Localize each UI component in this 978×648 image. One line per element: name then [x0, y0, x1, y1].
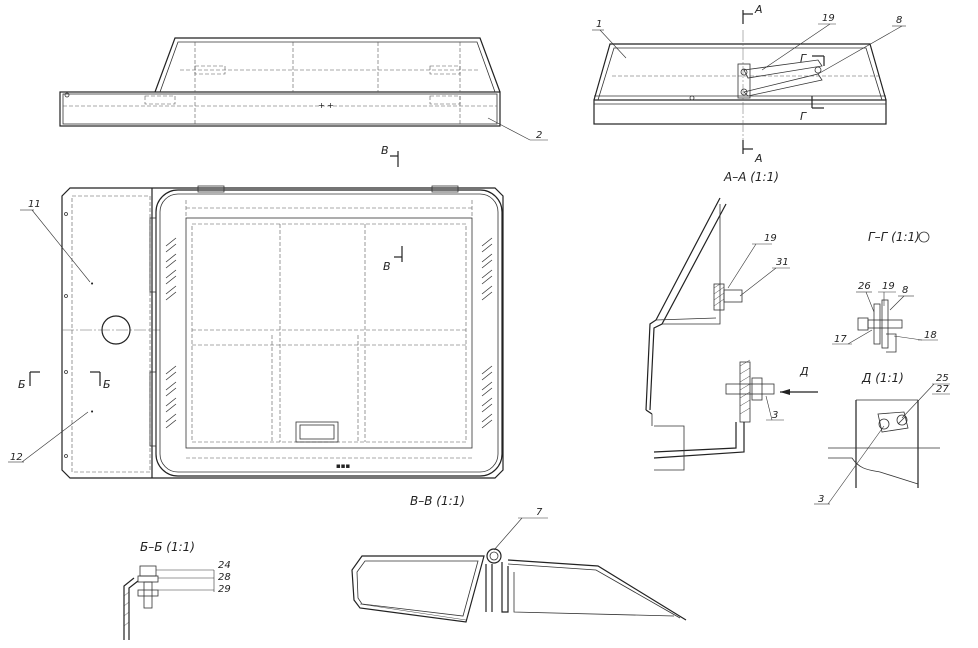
section-bb-detail: 24 28 29 — [123, 560, 231, 640]
vent-slots-left — [165, 237, 177, 429]
svg-text:А: А — [754, 152, 763, 165]
callout-17: 17 — [834, 334, 847, 345]
callout-27: 27 — [936, 384, 949, 395]
callout-24: 24 — [218, 560, 231, 571]
svg-text:+ +: + + — [318, 101, 334, 110]
section-gg-detail: 26 19 8 17 18 — [832, 281, 938, 353]
svg-text:Б: Б — [18, 378, 26, 391]
vent-slots-right — [481, 237, 493, 429]
callout-18: 18 — [924, 330, 937, 341]
svg-text:•: • — [90, 280, 94, 288]
view-title-vv: В–В (1:1) — [410, 494, 465, 508]
svg-text:Б: Б — [103, 378, 111, 391]
section-aa-detail: 19 31 3 Д — [645, 197, 818, 471]
svg-text:В: В — [383, 260, 391, 273]
front-elevation-view: + + 2 — [59, 37, 548, 141]
section-mark-v-mid: В — [383, 246, 403, 273]
callout-3-d: 3 — [818, 494, 824, 505]
svg-text:А: А — [754, 3, 763, 16]
callout-31: 31 — [776, 257, 789, 268]
callout-11: 11 — [28, 199, 41, 210]
callout-26: 26 — [858, 281, 871, 292]
svg-text:▪▪▪: ▪▪▪ — [336, 462, 350, 470]
svg-text:В: В — [381, 144, 389, 157]
callout-19-gg: 19 — [882, 281, 895, 292]
callout-3-aa: 3 — [772, 410, 778, 421]
view-title-bb: Б–Б (1:1) — [140, 540, 195, 554]
callout-19-aa: 19 — [764, 233, 777, 244]
view-arrow-d: Д — [799, 365, 809, 378]
callout-25: 25 — [936, 373, 949, 384]
svg-text:Г: Г — [800, 110, 807, 123]
callout-8-top: 8 — [896, 15, 902, 26]
section-vv-detail: 7 — [351, 507, 687, 623]
side-elevation-view: 1 19 8 А А Г Г — [592, 3, 906, 165]
callout-28: 28 — [218, 572, 231, 583]
callout-1: 1 — [596, 19, 602, 30]
callout-19-top: 19 — [822, 13, 835, 24]
section-mark-v-top: В — [381, 144, 399, 167]
svg-text:•: • — [90, 408, 94, 416]
rotation-symbol — [918, 231, 930, 243]
svg-text:Г: Г — [800, 52, 807, 65]
callout-7: 7 — [536, 507, 543, 518]
callout-2: 2 — [536, 130, 542, 141]
view-title-d: Д (1:1) — [861, 371, 904, 385]
view-d-detail: 25 27 3 — [814, 373, 950, 505]
plan-view: • • ▪▪▪ 11 12 — [8, 185, 504, 479]
view-title-aa: А–А (1:1) — [723, 170, 779, 184]
callout-29: 29 — [218, 584, 231, 595]
section-marks-b: Б Б — [18, 371, 111, 391]
callout-12: 12 — [10, 452, 23, 463]
view-title-gg: Г–Г (1:1) — [868, 230, 920, 244]
callout-8-gg: 8 — [902, 285, 908, 296]
